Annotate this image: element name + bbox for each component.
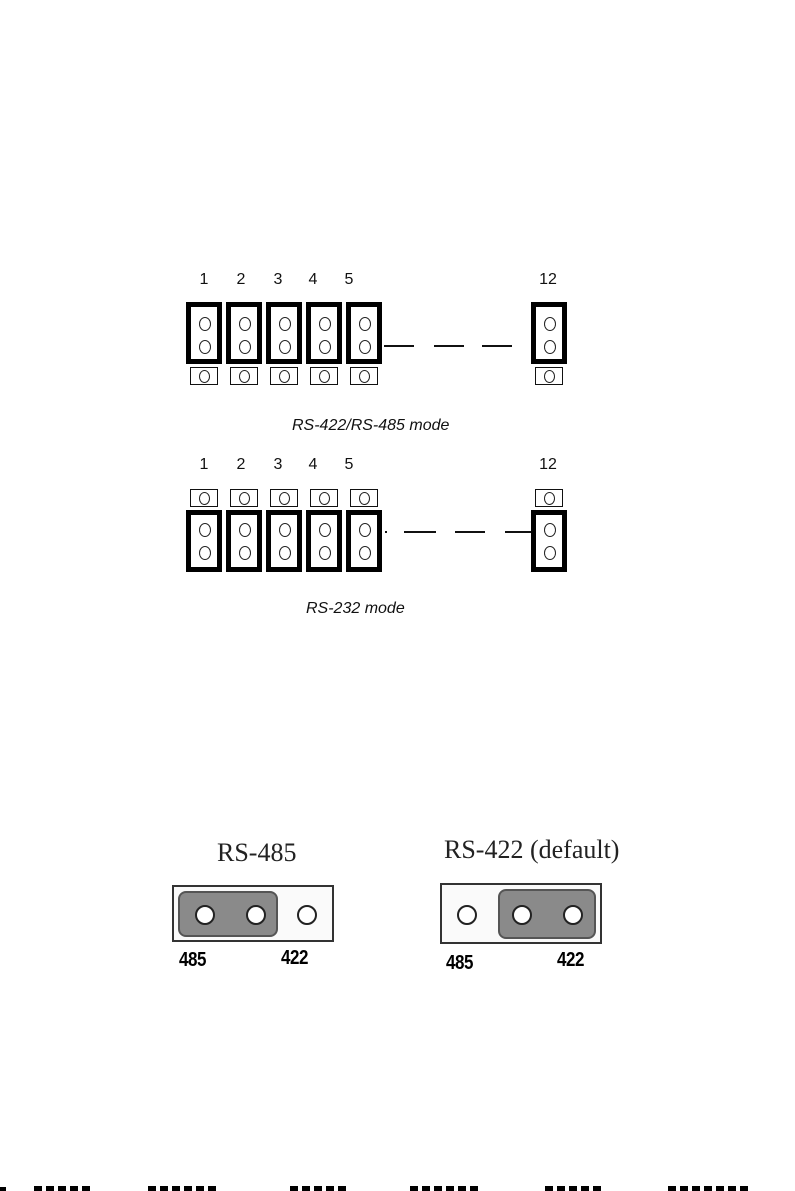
pin-number-4: 4 (298, 456, 328, 474)
open-pin (190, 489, 218, 507)
jumper-cap (531, 510, 567, 572)
switch-pin (195, 905, 215, 925)
open-pin (310, 367, 338, 385)
open-pin (350, 367, 378, 385)
switch-label-422: 422 (557, 949, 584, 972)
continuation-dash (404, 531, 436, 533)
pin-number-5: 5 (334, 271, 364, 289)
switch-title: RS-422 (default) (444, 835, 619, 865)
pin-number-5: 5 (334, 456, 364, 474)
switch-pin (297, 905, 317, 925)
open-pin (310, 489, 338, 507)
pin-number-2: 2 (226, 456, 256, 474)
switch-pin (512, 905, 532, 925)
open-pin (270, 489, 298, 507)
jumper-cap (186, 302, 222, 364)
open-pin (230, 489, 258, 507)
jumper-cap (531, 302, 567, 364)
switch-pin (246, 905, 266, 925)
pin-number-12: 12 (533, 271, 563, 289)
open-pin (535, 489, 563, 507)
pin-number-4: 4 (298, 271, 328, 289)
pin-number-3: 3 (263, 271, 293, 289)
continuation-dash (505, 531, 531, 533)
switch-label-422: 422 (281, 947, 308, 970)
jumper-cap (306, 510, 342, 572)
open-pin (190, 367, 218, 385)
jumper-cap (346, 510, 382, 572)
jumper-cap (226, 302, 262, 364)
pin-number-2: 2 (226, 271, 256, 289)
switch-label-485: 485 (179, 949, 206, 972)
continuation-dash (455, 531, 485, 533)
jumper-cap (306, 302, 342, 364)
continuation-dash (385, 531, 387, 533)
open-pin (535, 367, 563, 385)
pin-number-1: 1 (189, 456, 219, 474)
jumper-cap (346, 302, 382, 364)
diagram-caption: RS-422/RS-485 mode (292, 417, 449, 435)
jumper-cap (226, 510, 262, 572)
jumper-cap (266, 510, 302, 572)
diagram-caption: RS-232 mode (306, 600, 405, 618)
continuation-dash (482, 345, 512, 347)
pin-number-3: 3 (263, 456, 293, 474)
open-pin (270, 367, 298, 385)
switch-pin (457, 905, 477, 925)
continuation-dash (434, 345, 464, 347)
switch-title: RS-485 (217, 838, 296, 868)
cropped-text-strip (0, 1184, 795, 1191)
switch-label-485: 485 (446, 952, 473, 975)
continuation-dash (384, 345, 414, 347)
open-pin (230, 367, 258, 385)
pin-number-12: 12 (533, 456, 563, 474)
jumper-cap (186, 510, 222, 572)
pin-number-1: 1 (189, 271, 219, 289)
switch-pin (563, 905, 583, 925)
open-pin (350, 489, 378, 507)
jumper-cap (266, 302, 302, 364)
